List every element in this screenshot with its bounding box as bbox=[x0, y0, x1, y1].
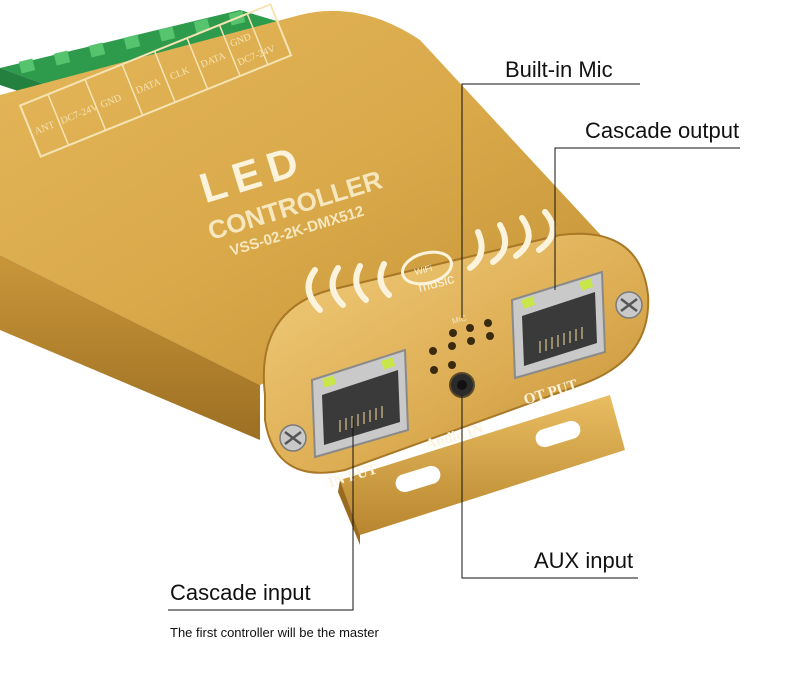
cascade-output-callout: Cascade output bbox=[585, 118, 740, 143]
mic-text: MIC bbox=[451, 313, 468, 326]
audio-jack bbox=[449, 372, 475, 398]
input-led bbox=[381, 357, 396, 370]
mic-holes bbox=[429, 319, 494, 374]
leader-line-cascade-input bbox=[168, 418, 354, 611]
leader-line-aux bbox=[461, 395, 638, 579]
leader-line-mic bbox=[461, 83, 640, 318]
output-led bbox=[521, 296, 536, 309]
wifi-music-logo bbox=[305, 209, 556, 313]
output-led bbox=[579, 278, 594, 291]
screw-right bbox=[615, 291, 643, 319]
terminal-block bbox=[0, 10, 300, 105]
cascade-input-note: The first controller will be the master bbox=[170, 625, 379, 640]
bracket-slot-right bbox=[535, 420, 581, 448]
cascade-input-callout: Cascade input bbox=[170, 580, 311, 605]
screw-left bbox=[279, 424, 307, 452]
builtin-mic-callout: Built-in Mic bbox=[505, 57, 613, 82]
bracket-slot-left bbox=[395, 465, 441, 493]
input-rj45-port bbox=[310, 348, 410, 459]
aux-input-callout: AUX input bbox=[534, 548, 634, 573]
wifi-text: WiFi bbox=[413, 263, 433, 277]
mounting-bracket bbox=[338, 395, 625, 545]
input-led bbox=[322, 375, 337, 388]
leader-line-cascade-output bbox=[554, 147, 740, 290]
output-rj45-port bbox=[510, 270, 607, 380]
